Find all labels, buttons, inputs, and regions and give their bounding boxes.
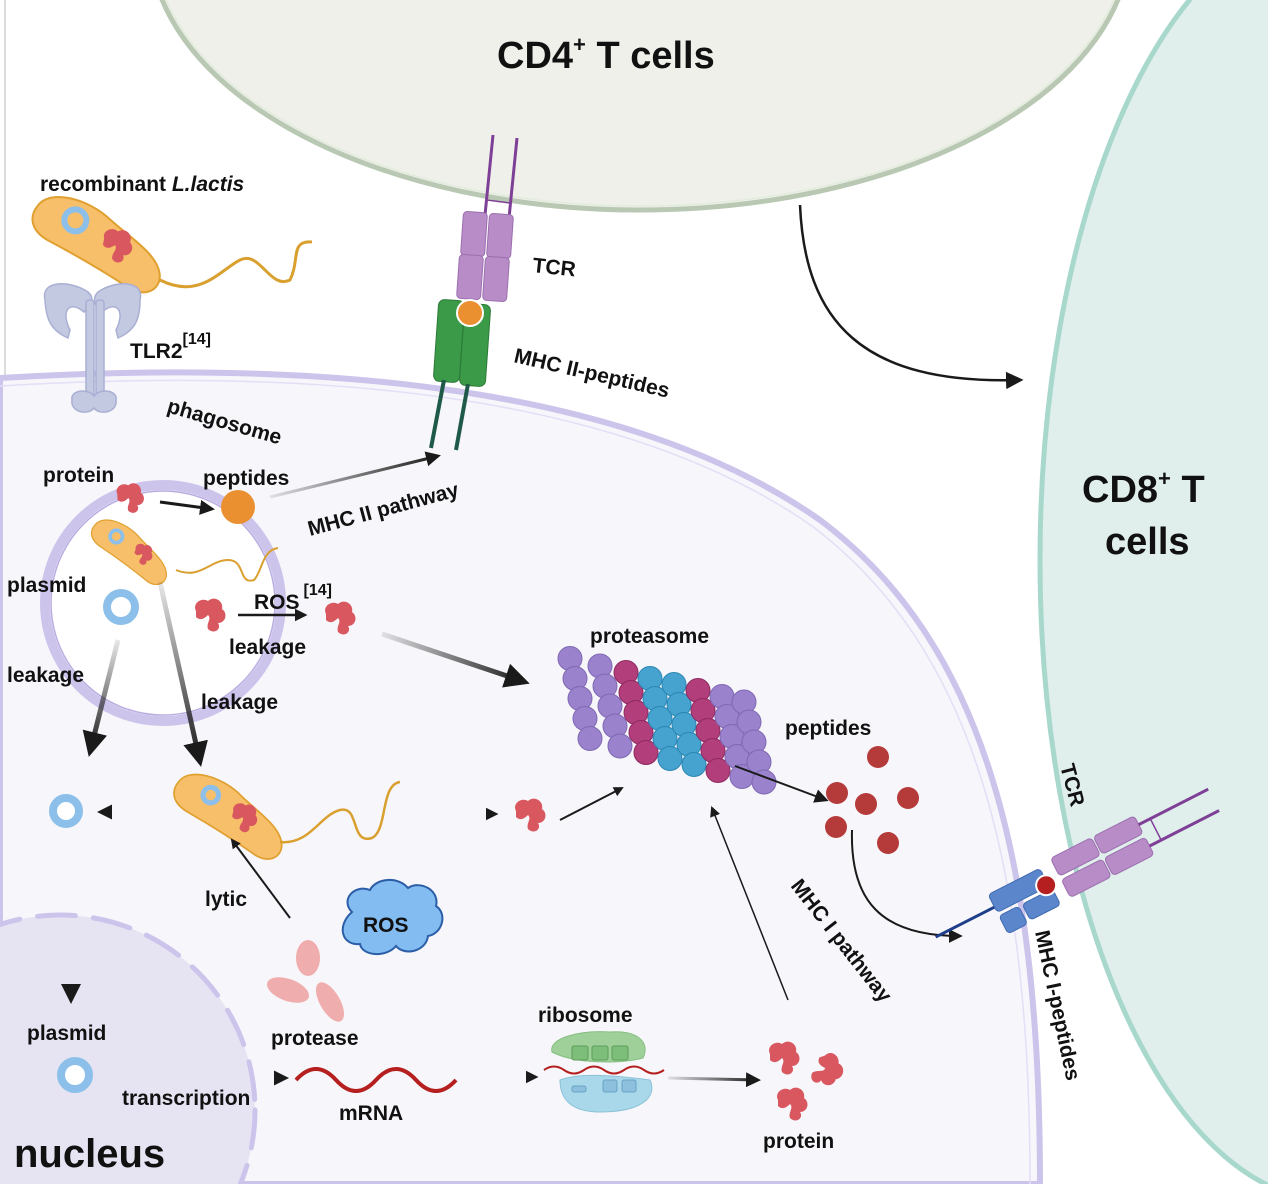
nucleus [0, 912, 258, 1184]
tlr2-receptor [43, 283, 142, 413]
proteasome-complex [557, 646, 777, 795]
cytoplasm-plasmid-icon [49, 794, 83, 828]
cd8-cell-title-line1: CD8+ T [1082, 466, 1205, 511]
proteasome-to-peptides-arrow [734, 765, 829, 803]
protein-to-peptide-arrow [159, 499, 215, 515]
cytoplasm-flagellum [279, 780, 401, 844]
protein-to-proteasome-arrow [559, 787, 624, 821]
mrna-label: mRNA [339, 1102, 403, 1125]
lytic-label: lytic [205, 888, 247, 911]
phago-flagellum [175, 547, 279, 582]
mhc2-peptides-label: MHC II-peptides [512, 344, 672, 402]
ros-cloud-icon [341, 879, 444, 955]
flagellum [159, 240, 313, 289]
phago-protein-label: protein [43, 464, 114, 487]
nucleus-plasmid-icon [57, 1057, 93, 1093]
cd4-cell-title: CD4+ T cells [497, 32, 715, 77]
bottom-protein-label: protein [763, 1130, 834, 1153]
phago-peptides-label: peptides [203, 467, 289, 490]
phago-bacterium [81, 514, 179, 588]
plasmid-icon [61, 206, 90, 235]
mhc2-peptide-icon [456, 299, 484, 327]
recombinant-bacterium [20, 190, 174, 297]
nucleus-label: nucleus [14, 1132, 165, 1176]
proteasome-subunit [577, 726, 603, 751]
ribosome-label: ribosome [538, 1004, 633, 1027]
protease-label: protease [271, 1027, 359, 1050]
bacterium-leakage-arrow [157, 581, 208, 767]
lytic-arrow [230, 838, 291, 919]
tcr-top-label: TCR [531, 254, 576, 281]
nucleus-plasmid-label: plasmid [27, 1022, 106, 1045]
phago-plasmid-label: plasmid [7, 574, 86, 597]
peptide-dot [825, 816, 847, 838]
peptide-dot [877, 832, 899, 854]
proteasome-subunit [607, 733, 633, 759]
mhc1-peptide-icon [1035, 874, 1058, 897]
peptide-dot [867, 746, 889, 768]
cd4-t-cell [159, 0, 1121, 213]
phago-peptide-icon [221, 490, 255, 524]
mrna-strand [294, 1067, 458, 1093]
proteasome-subunit [657, 746, 683, 771]
proteasome-subunit [705, 758, 731, 783]
ros-top-label: ROS[14] [254, 582, 332, 614]
mhc1-pathway-arrow [850, 829, 963, 943]
transcription-label: transcription [122, 1087, 250, 1110]
tlr2-label: TLR2[14] [130, 331, 211, 363]
cytoplasm-peptides [825, 746, 919, 854]
to-proteasome-arrow [381, 631, 530, 688]
cd8-t-cell [1037, 0, 1268, 1184]
ros-leakage-label: leakage [229, 636, 306, 659]
protein-to-proteasome-up-arrow [710, 806, 789, 1001]
peptide-dot [855, 793, 877, 815]
leakage-left-label: leakage [7, 664, 84, 687]
ros-cloud-label: ROS [363, 914, 409, 937]
proteasome-label: proteasome [590, 625, 709, 648]
proteasome-subunit [681, 752, 707, 777]
plasmid-leakage-arrow [82, 639, 121, 757]
ribosome [543, 1031, 665, 1113]
tcr-mhc1-complex [934, 787, 1220, 939]
recombinant-label: recombinant L.lactis [40, 173, 244, 196]
tcr-mhc2-complex [429, 134, 519, 451]
cd8-cell-title-line2: cells [1105, 521, 1190, 563]
peptide-dot [897, 787, 919, 809]
phago-plasmid-icon [103, 589, 139, 625]
peptide-dot [826, 782, 848, 804]
leakage-mid-label: leakage [201, 691, 278, 714]
proteasome-subunit [633, 740, 659, 765]
cytoplasm-bacterium [162, 768, 295, 864]
ribosome-to-protein-arrow [667, 1072, 761, 1088]
protease-icon [266, 940, 344, 1022]
cd4-to-cd8-arrow [798, 204, 1024, 390]
cytoplasm-peptides-label: peptides [785, 717, 871, 740]
mhc2-pathway-arrow [269, 451, 441, 499]
